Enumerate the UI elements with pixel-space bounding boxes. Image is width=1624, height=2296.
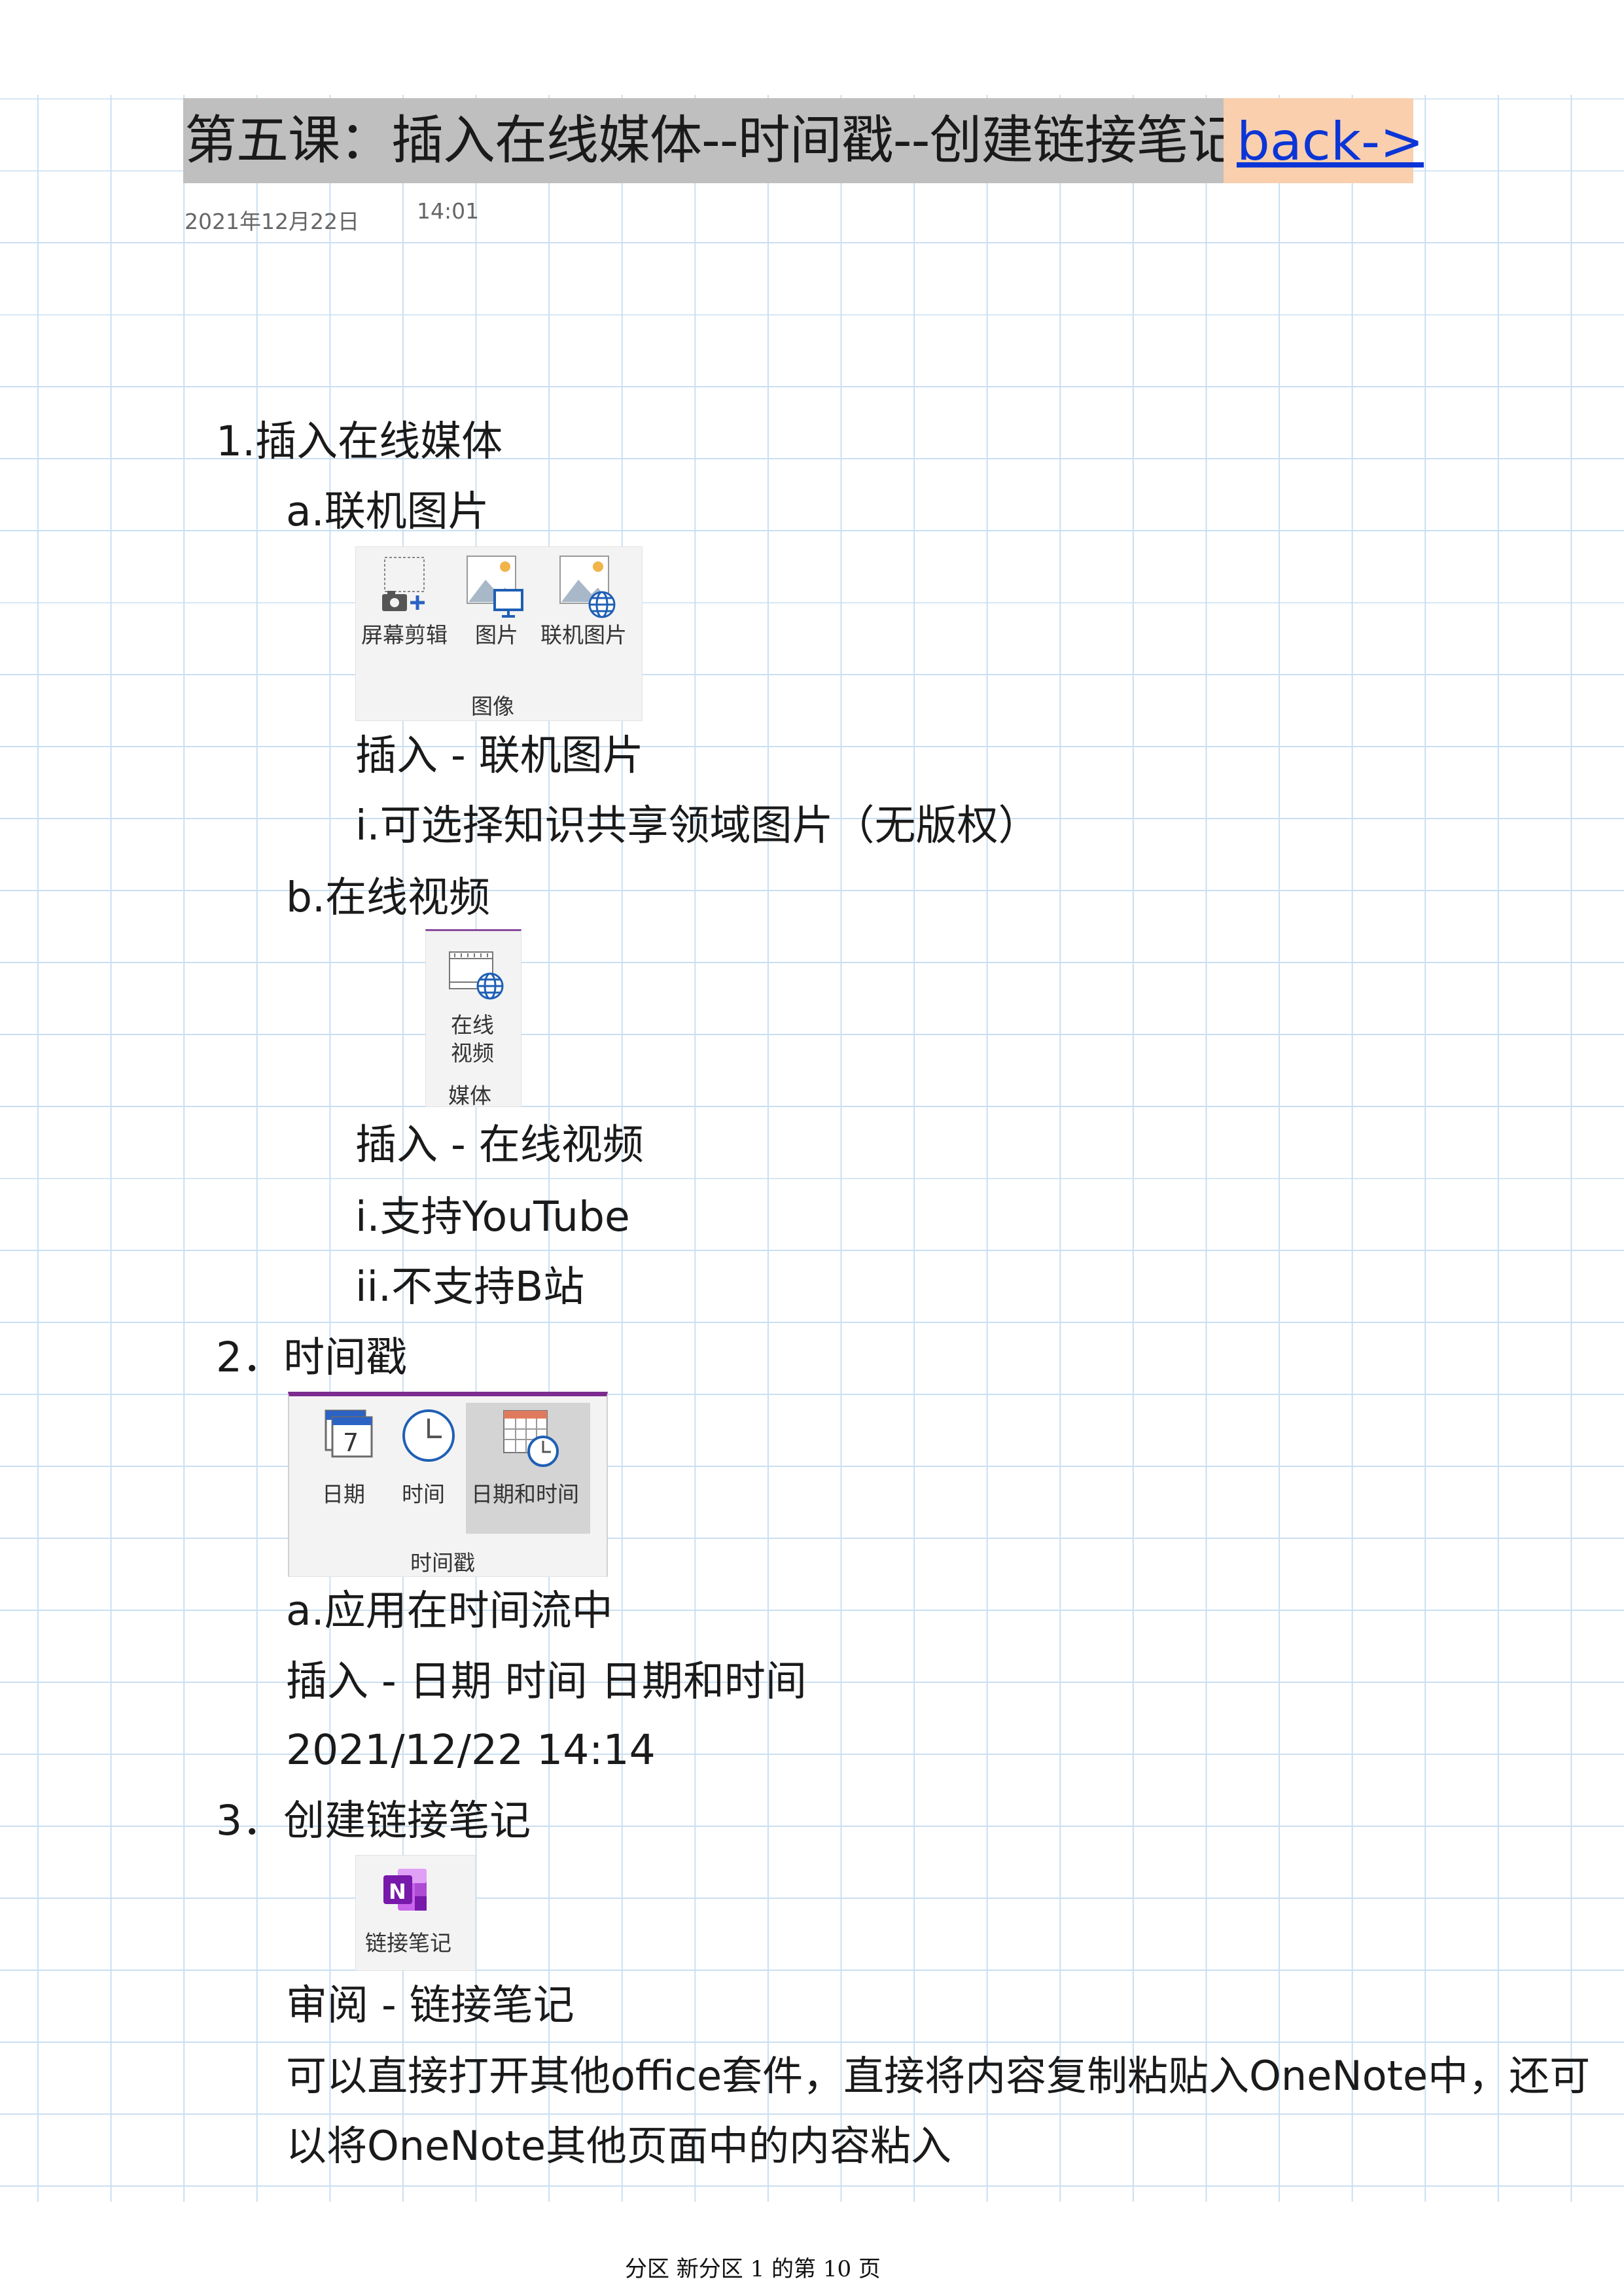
ribbon-images-group: 屏幕剪辑 图片 联机图片 图像 (355, 546, 643, 721)
section-1-heading: 1.插入在线媒体 (216, 417, 503, 465)
media-group-label: 媒体 (448, 1083, 491, 1108)
online-picture-icon (559, 555, 618, 620)
section-1a-heading: a.联机图片 (286, 487, 489, 535)
section-2-note: a.应用在时间流中 (286, 1587, 613, 1634)
section-1b-path: 插入 - 在线视频 (355, 1121, 644, 1169)
timestamp-group-label: 时间戳 (410, 1550, 475, 1576)
picture-icon (466, 555, 525, 620)
page-title: 第五课：插入在线媒体--时间戳--创建链接笔记 (185, 110, 1240, 171)
date-icon: 7 (323, 1408, 376, 1460)
online-video-icon (448, 951, 507, 1003)
date-and-time-icon (503, 1409, 561, 1468)
images-group-label: 图像 (471, 694, 514, 719)
section-1b-note2: ii.不支持B站 (355, 1263, 585, 1311)
back-link[interactable]: back-> (1237, 111, 1424, 172)
ribbon-timestamp-group: 7 日期 时间 日期和时间 时间戳 (288, 1392, 608, 1577)
page-date: 2021年12月22日 (185, 209, 359, 234)
section-2-example: 2021/12/22 14:14 (286, 1726, 656, 1774)
date-label[interactable]: 日期 (322, 1481, 365, 1507)
time-label[interactable]: 时间 (402, 1481, 445, 1507)
picture-label[interactable]: 图片 (475, 622, 518, 648)
svg-text:N: N (389, 1879, 406, 1904)
page-time: 14:01 (417, 198, 480, 224)
ribbon-media-group: 在线 视频 媒体 (425, 929, 521, 1108)
svg-text:7: 7 (343, 1428, 359, 1457)
date-and-time-label[interactable]: 日期和时间 (471, 1481, 579, 1507)
linked-notes-label[interactable]: 链接笔记 (365, 1930, 451, 1956)
section-1a-note: i.可选择知识共享领域图片（无版权） (355, 802, 1040, 849)
section-3-heading: 3．创建链接笔记 (216, 1797, 531, 1845)
grid-background (0, 95, 1624, 2202)
onenote-icon: N (382, 1866, 434, 1918)
title-highlight (183, 98, 1224, 183)
ribbon-linked-notes: N 链接笔记 (355, 1855, 476, 1971)
section-3-desc-line2: 以将OneNote其他页面中的内容粘入 (286, 2122, 952, 2170)
screen-clip-icon (380, 555, 432, 614)
section-3-desc-line1: 可以直接打开其他office套件，直接将内容复制粘贴入OneNote中，还可 (286, 2052, 1591, 2100)
time-icon (399, 1408, 458, 1467)
section-2-path: 插入 - 日期 时间 日期和时间 (286, 1657, 807, 1705)
online-video-label-line1[interactable]: 在线 (451, 1012, 494, 1038)
back-link-highlight (1224, 98, 1413, 183)
online-video-label-line2[interactable]: 视频 (451, 1040, 494, 1066)
section-1b-note1: i.支持YouTube (355, 1193, 630, 1241)
section-2-heading: 2．时间戳 (216, 1333, 408, 1381)
online-picture-label[interactable]: 联机图片 (540, 622, 627, 648)
section-3-path: 审阅 - 链接笔记 (286, 1981, 574, 2029)
page-footer: 分区 新分区 1 的第 10 页 (625, 2256, 881, 2282)
section-1b-heading: b.在线视频 (286, 874, 491, 921)
section-1a-path: 插入 - 联机图片 (355, 732, 644, 779)
screen-clip-label[interactable]: 屏幕剪辑 (361, 622, 448, 648)
